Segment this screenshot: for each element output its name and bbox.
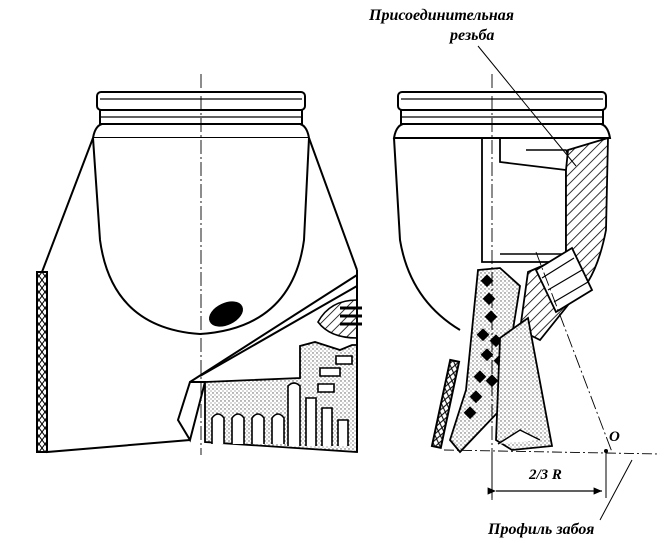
thread-label-line2: резьба	[450, 27, 495, 44]
right-gauge-row	[430, 358, 461, 450]
point-o-label: O	[609, 429, 620, 445]
thread-label-line1: Присоединительная	[369, 7, 514, 24]
left-dark-insert	[209, 301, 243, 327]
dimension-label: 2/3 R	[529, 467, 562, 483]
right-insert-column	[448, 267, 521, 454]
left-tooth-rows	[211, 355, 353, 446]
left-cap	[91, 91, 311, 139]
cone-axis	[535, 251, 613, 453]
right-cap	[392, 91, 612, 139]
profile-leader	[599, 459, 633, 521]
bottom-profile-line	[443, 449, 661, 455]
right-cone	[495, 316, 554, 451]
right-view	[392, 91, 612, 454]
bottom-profile-label: Профиль забоя	[488, 521, 595, 538]
left-leg-strip	[36, 271, 48, 453]
thread-leader	[477, 45, 577, 167]
left-body-outline	[41, 137, 358, 273]
left-view	[36, 91, 362, 454]
right-dome	[393, 137, 461, 331]
